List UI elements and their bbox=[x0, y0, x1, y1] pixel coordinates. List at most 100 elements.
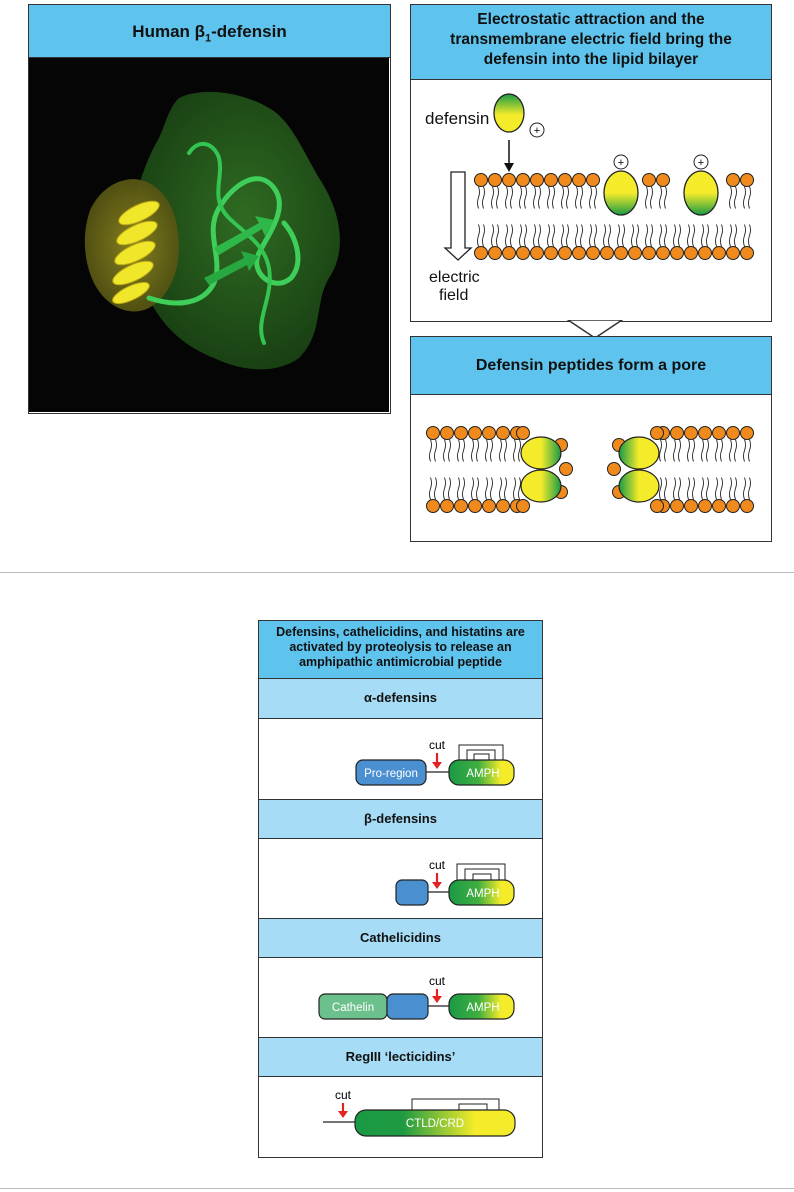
attraction-panel: Electrostatic attraction and the transme… bbox=[410, 4, 772, 322]
lipid-head bbox=[600, 246, 614, 260]
lipid-tail bbox=[491, 224, 494, 247]
lipid-tail bbox=[743, 224, 746, 247]
lipid-bilayer bbox=[474, 173, 754, 260]
lipid-tail bbox=[485, 477, 488, 500]
lipid-head bbox=[656, 173, 670, 187]
amph-label: AMPH bbox=[466, 768, 499, 780]
lipid-head bbox=[440, 499, 454, 513]
lipid-tail bbox=[664, 186, 667, 209]
lipid-tail bbox=[505, 224, 508, 247]
structure-panel-header: Human β1-defensin bbox=[29, 5, 390, 58]
lipid-head bbox=[544, 173, 558, 187]
lipid-tail bbox=[687, 477, 690, 500]
lipid-tail bbox=[580, 224, 583, 247]
lipid-tail bbox=[505, 186, 508, 209]
lipid-tail bbox=[617, 224, 620, 247]
lipid-tail bbox=[659, 224, 662, 247]
lipid-head bbox=[642, 173, 656, 187]
lipid-tail bbox=[706, 224, 709, 247]
amph-box bbox=[448, 759, 515, 786]
pore-peptide-right-bottom bbox=[618, 469, 660, 503]
lipid-tail bbox=[594, 224, 597, 247]
lipid-tail bbox=[491, 186, 494, 209]
lipid-tail bbox=[589, 224, 592, 247]
lipid-tail bbox=[692, 477, 695, 500]
lipid-head bbox=[650, 426, 664, 440]
attraction-panel-header: Electrostatic attraction and the transme… bbox=[411, 5, 771, 80]
lipid-head bbox=[740, 173, 754, 187]
lipid-tail bbox=[477, 186, 480, 209]
inserted-defensin-2 bbox=[683, 170, 719, 216]
lipid-head bbox=[656, 246, 670, 260]
lipid-tail bbox=[533, 186, 536, 209]
cut-label: cut bbox=[335, 1088, 352, 1102]
lipid-head bbox=[488, 246, 502, 260]
lipid-head bbox=[698, 499, 712, 513]
lipid-tail bbox=[664, 477, 667, 500]
section-title: Cathelicidins bbox=[360, 930, 441, 945]
lipid-tail bbox=[743, 439, 746, 462]
pore-diagram bbox=[426, 426, 754, 513]
lipid-head bbox=[468, 426, 482, 440]
lipid-tail bbox=[510, 186, 513, 209]
molecular-surface-green bbox=[128, 91, 340, 370]
lipid-tail bbox=[490, 439, 493, 462]
lipid-tail bbox=[485, 439, 488, 462]
lipid-head bbox=[684, 499, 698, 513]
lipid-tail bbox=[538, 186, 541, 209]
alpha-helix bbox=[112, 200, 160, 305]
lipid-tail bbox=[673, 439, 676, 462]
section-divider-1 bbox=[0, 572, 794, 573]
section-title: RegIII ‘lecticidins’ bbox=[345, 1049, 456, 1064]
lipid-tail bbox=[504, 439, 507, 462]
loop-ribbon bbox=[187, 142, 272, 345]
lipid-head bbox=[558, 246, 572, 260]
lipid-head bbox=[426, 499, 440, 513]
lipid-head bbox=[586, 246, 600, 260]
lipid-head bbox=[502, 173, 516, 187]
lipid-head bbox=[698, 246, 712, 260]
lipid-tail bbox=[678, 439, 681, 462]
structure-panel-title: Human β bbox=[132, 22, 206, 41]
amph-label: AMPH bbox=[466, 1002, 499, 1014]
lipid-tail bbox=[664, 439, 667, 462]
lipid-head bbox=[642, 246, 656, 260]
lipid-tail bbox=[729, 186, 732, 209]
lipid-tail bbox=[448, 477, 451, 500]
lipid-tail bbox=[706, 477, 709, 500]
lipid-tail bbox=[462, 439, 465, 462]
lipid-tail bbox=[734, 439, 737, 462]
lipid-tail bbox=[715, 439, 718, 462]
beta-strand-ribbon bbox=[146, 176, 301, 306]
lipid-tail bbox=[734, 186, 737, 209]
lipid-head bbox=[684, 426, 698, 440]
lipid-tail bbox=[748, 477, 751, 500]
lipid-tail bbox=[547, 224, 550, 247]
lipid-tail bbox=[687, 439, 690, 462]
lipid-tail bbox=[715, 477, 718, 500]
lipid-tail bbox=[720, 439, 723, 462]
pore-peptide-left-top bbox=[520, 436, 562, 470]
free-defensin-peptide bbox=[493, 93, 525, 133]
lipid-tail bbox=[701, 477, 704, 500]
amph-label: AMPH bbox=[466, 888, 499, 900]
lipid-tail bbox=[462, 477, 465, 500]
lipid-head bbox=[607, 462, 621, 476]
lipid-tail bbox=[519, 186, 522, 209]
proteolysis-panel: Defensins, cathelicidins, and histatins … bbox=[258, 620, 543, 1158]
field-label-line2: field bbox=[439, 287, 468, 304]
lipid-tail bbox=[518, 439, 521, 462]
beta-arrow bbox=[214, 216, 274, 255]
lipid-tail bbox=[518, 477, 521, 500]
lipid-tail bbox=[434, 477, 437, 500]
lipid-tail bbox=[519, 224, 522, 247]
lipid-head bbox=[558, 173, 572, 187]
ctld-crd-box bbox=[354, 1109, 516, 1137]
lipid-tail bbox=[496, 224, 499, 247]
electric-field-arrow bbox=[443, 171, 473, 261]
lipid-tail bbox=[608, 224, 611, 247]
ctld-crd-label: CTLD/CRD bbox=[406, 1118, 464, 1130]
lipid-tail bbox=[476, 477, 479, 500]
field-label-line1: electric bbox=[429, 269, 480, 286]
lipid-tail bbox=[429, 477, 432, 500]
